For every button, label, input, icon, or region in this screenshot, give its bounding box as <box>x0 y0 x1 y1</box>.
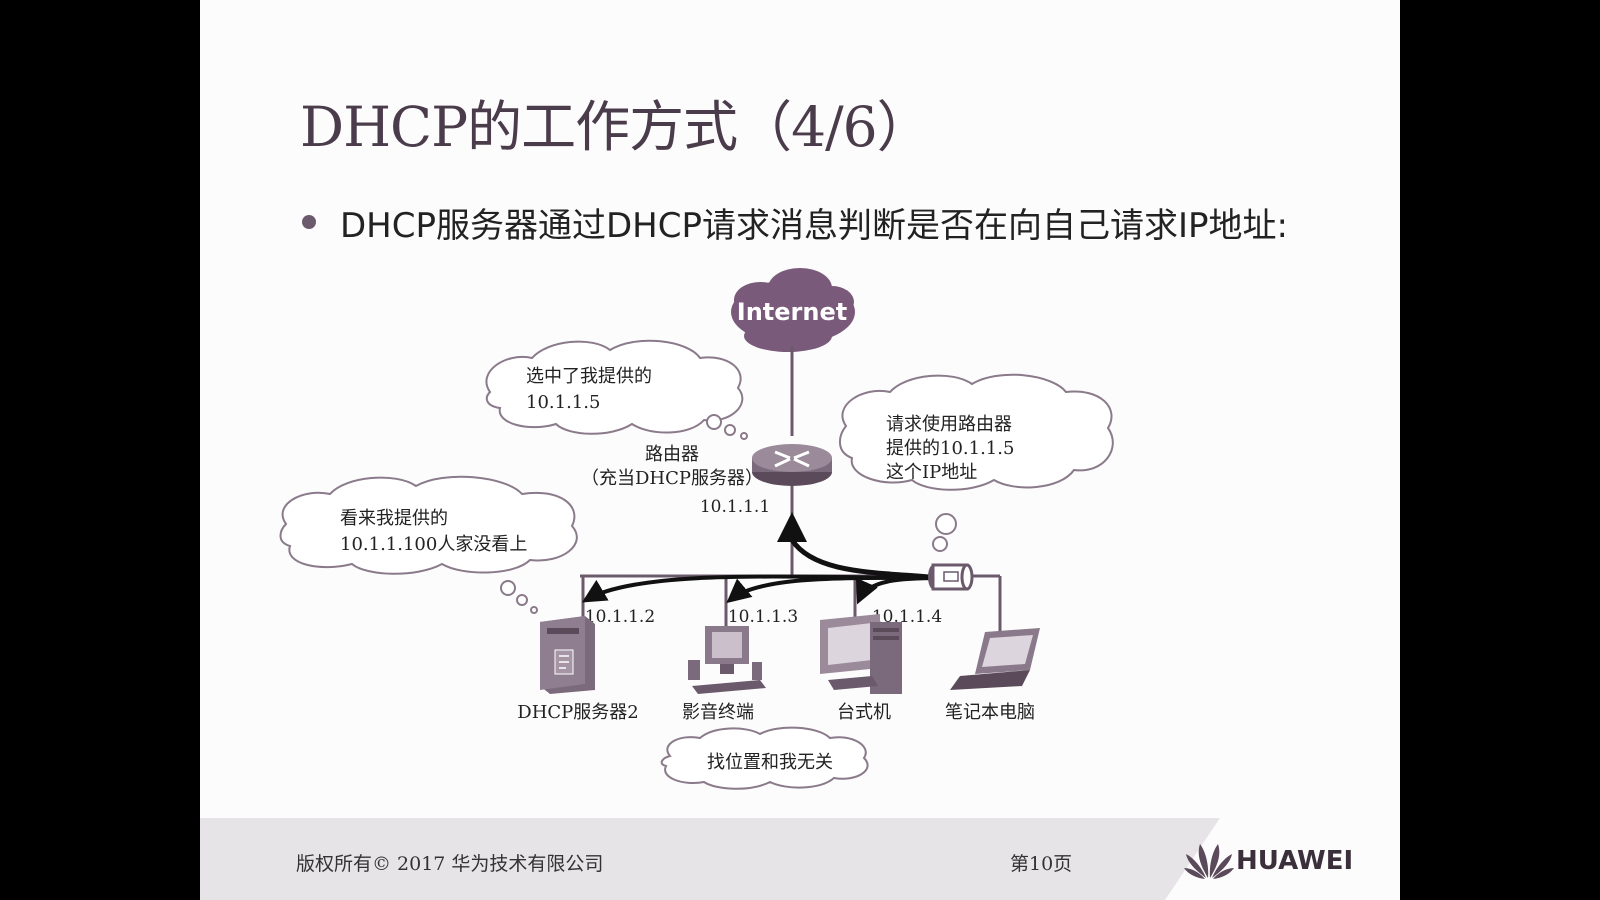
router-role-label: （充当DHCP服务器） <box>581 468 763 489</box>
slide-title: DHCP的工作方式（4/6） <box>300 95 932 159</box>
server2-ip-label: 10.1.1.2 <box>585 607 655 627</box>
request-arrows <box>581 512 941 605</box>
router-label: 路由器 <box>645 444 699 465</box>
laptop-thought-line2: 提供的10.1.1.5 <box>886 438 1014 459</box>
laptop-thought-line1: 请求使用路由器 <box>886 414 1012 435</box>
router-thought-line2: 10.1.1.5 <box>526 392 600 413</box>
brand-name: HUAWEI <box>1236 846 1354 876</box>
slide: DHCP的工作方式（4/6） DHCP服务器通过DHCP请求消息判断是否在向自己… <box>200 0 1400 900</box>
server-icon <box>540 616 595 694</box>
bullet-dot <box>302 215 316 229</box>
footer-page-number: 第10页 <box>1010 853 1073 875</box>
server2-thought-line2: 10.1.1.100人家没看上 <box>340 534 527 555</box>
desktop-icon <box>820 614 902 694</box>
router-ip-label: 10.1.1.1 <box>700 497 770 517</box>
router-icon <box>752 444 832 486</box>
huawei-logo: HUAWEI <box>1182 838 1382 888</box>
others-thought-bubble <box>660 726 869 790</box>
laptop-thought-line3: 这个IP地址 <box>886 462 977 483</box>
network-diagram: Internet 路由器 （充当DHCP服务器） 10.1.1.1 <box>279 268 1114 790</box>
desktop-label: 台式机 <box>837 702 891 723</box>
laptop-label: 笔记本电脑 <box>945 702 1035 723</box>
server2-thought-bubble <box>279 475 578 614</box>
internet-cloud-icon <box>731 268 855 352</box>
media-terminal-ip-label: 10.1.1.3 <box>728 607 798 627</box>
footer-copyright: 版权所有© 2017 华为技术有限公司 <box>296 853 604 875</box>
router-thought-line1: 选中了我提供的 <box>526 366 652 387</box>
huawei-flower-icon <box>1184 844 1234 879</box>
media-terminal-icon <box>688 626 766 694</box>
laptop-icon <box>950 628 1040 690</box>
bullet-text: DHCP服务器通过DHCP请求消息判断是否在向自己请求IP地址: <box>340 206 1288 246</box>
others-thought-text: 找位置和我无关 <box>707 752 833 773</box>
server2-label: DHCP服务器2 <box>517 702 638 723</box>
media-terminal-label: 影音终端 <box>682 702 754 723</box>
internet-label: Internet <box>737 298 847 326</box>
router-thought-bubble <box>485 339 748 440</box>
laptop-thought-bubble <box>839 373 1114 552</box>
request-packet-icon <box>928 563 974 591</box>
server2-thought-line1: 看来我提供的 <box>340 508 448 529</box>
